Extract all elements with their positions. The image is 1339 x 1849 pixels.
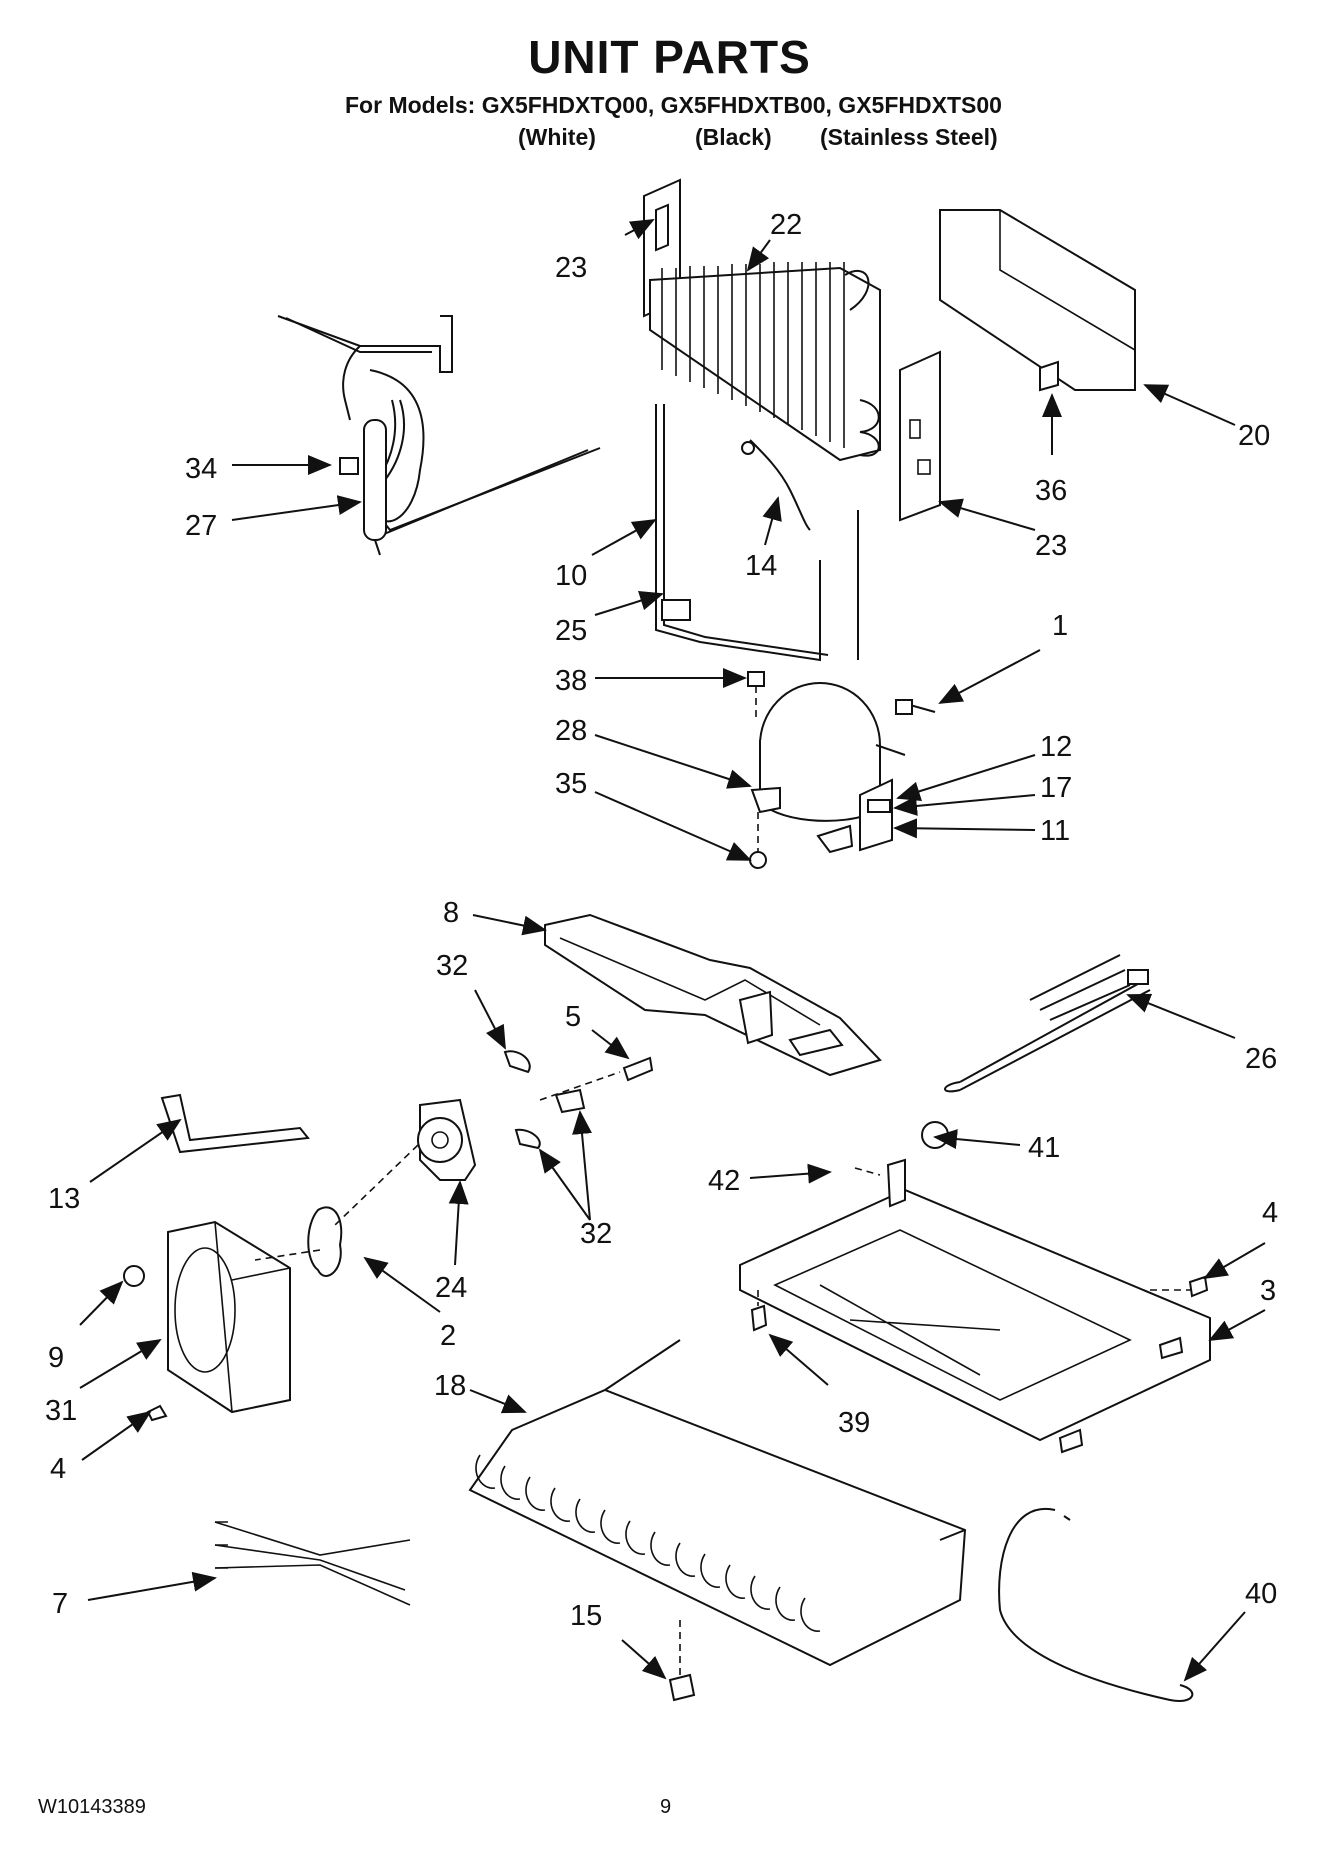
page-number: 9 (660, 1796, 672, 1818)
callout-9: 9 (48, 1342, 64, 1374)
callout-20: 20 (1238, 420, 1270, 452)
callout-39: 39 (838, 1407, 870, 1439)
callout-8: 8 (443, 897, 459, 929)
callout-23-a: 23 (555, 252, 587, 284)
variant-stainless: (Stainless Steel) (820, 124, 998, 150)
callout-23-b: 23 (1035, 530, 1067, 562)
callout-2: 2 (440, 1320, 456, 1352)
page-title: UNIT PARTS (528, 31, 811, 83)
callout-7: 7 (52, 1588, 68, 1620)
variant-black: (Black) (695, 124, 772, 150)
wire-harness (944, 954, 1151, 1093)
condenser-coil (468, 1339, 967, 1702)
callout-24: 24 (435, 1272, 467, 1304)
callout-26: 26 (1245, 1043, 1277, 1075)
callout-18: 18 (434, 1370, 466, 1402)
callout-12: 12 (1040, 731, 1072, 763)
callout-4-a: 4 (1262, 1197, 1278, 1229)
grommets-and-screw (503, 1050, 654, 1150)
variant-white: (White) (518, 124, 596, 150)
callout-28: 28 (555, 715, 587, 747)
callout-42: 42 (708, 1165, 740, 1197)
callout-13: 13 (48, 1183, 80, 1215)
callout-31: 31 (45, 1395, 77, 1427)
callout-34: 34 (185, 453, 217, 485)
callout-4-b: 4 (50, 1453, 66, 1485)
callout-25: 25 (555, 615, 587, 647)
callout-14: 14 (745, 550, 777, 582)
callout-22: 22 (770, 209, 802, 241)
evaporator-cover (939, 209, 1136, 392)
document-number: W10143389 (38, 1796, 146, 1818)
defrost-heater-assembly (655, 404, 859, 662)
callout-11: 11 (1040, 815, 1070, 847)
callout-1: 1 (1052, 610, 1068, 642)
drain-tray (544, 913, 882, 1077)
callout-32-b: 32 (580, 1218, 612, 1250)
wire-leads (214, 1521, 411, 1606)
callout-35: 35 (555, 768, 587, 800)
drier-tubing-assembly (277, 315, 601, 556)
base-plate (739, 1121, 1211, 1454)
condenser-fan-assembly (123, 1093, 477, 1422)
callout-3: 3 (1260, 1275, 1276, 1307)
model-list: For Models: GX5FHDXTQ00, GX5FHDXTB00, GX… (345, 92, 1002, 118)
callout-leaders (79, 219, 1266, 1682)
callout-27: 27 (185, 510, 217, 542)
callout-15: 15 (570, 1600, 602, 1632)
compressor-assembly (747, 671, 936, 869)
callout-5: 5 (565, 1001, 581, 1033)
evaporator-assembly (643, 178, 941, 522)
callout-38: 38 (555, 665, 587, 697)
callout-40: 40 (1245, 1578, 1277, 1610)
tube-loop (998, 1507, 1194, 1702)
callout-numbers: 1 2 3 4 4 5 7 8 9 10 11 12 13 14 15 17 1… (45, 209, 1278, 1632)
callout-17: 17 (1040, 772, 1072, 804)
callout-32-a: 32 (436, 950, 468, 982)
callout-36: 36 (1035, 475, 1067, 507)
callout-10: 10 (555, 560, 587, 592)
callout-41: 41 (1028, 1132, 1060, 1164)
